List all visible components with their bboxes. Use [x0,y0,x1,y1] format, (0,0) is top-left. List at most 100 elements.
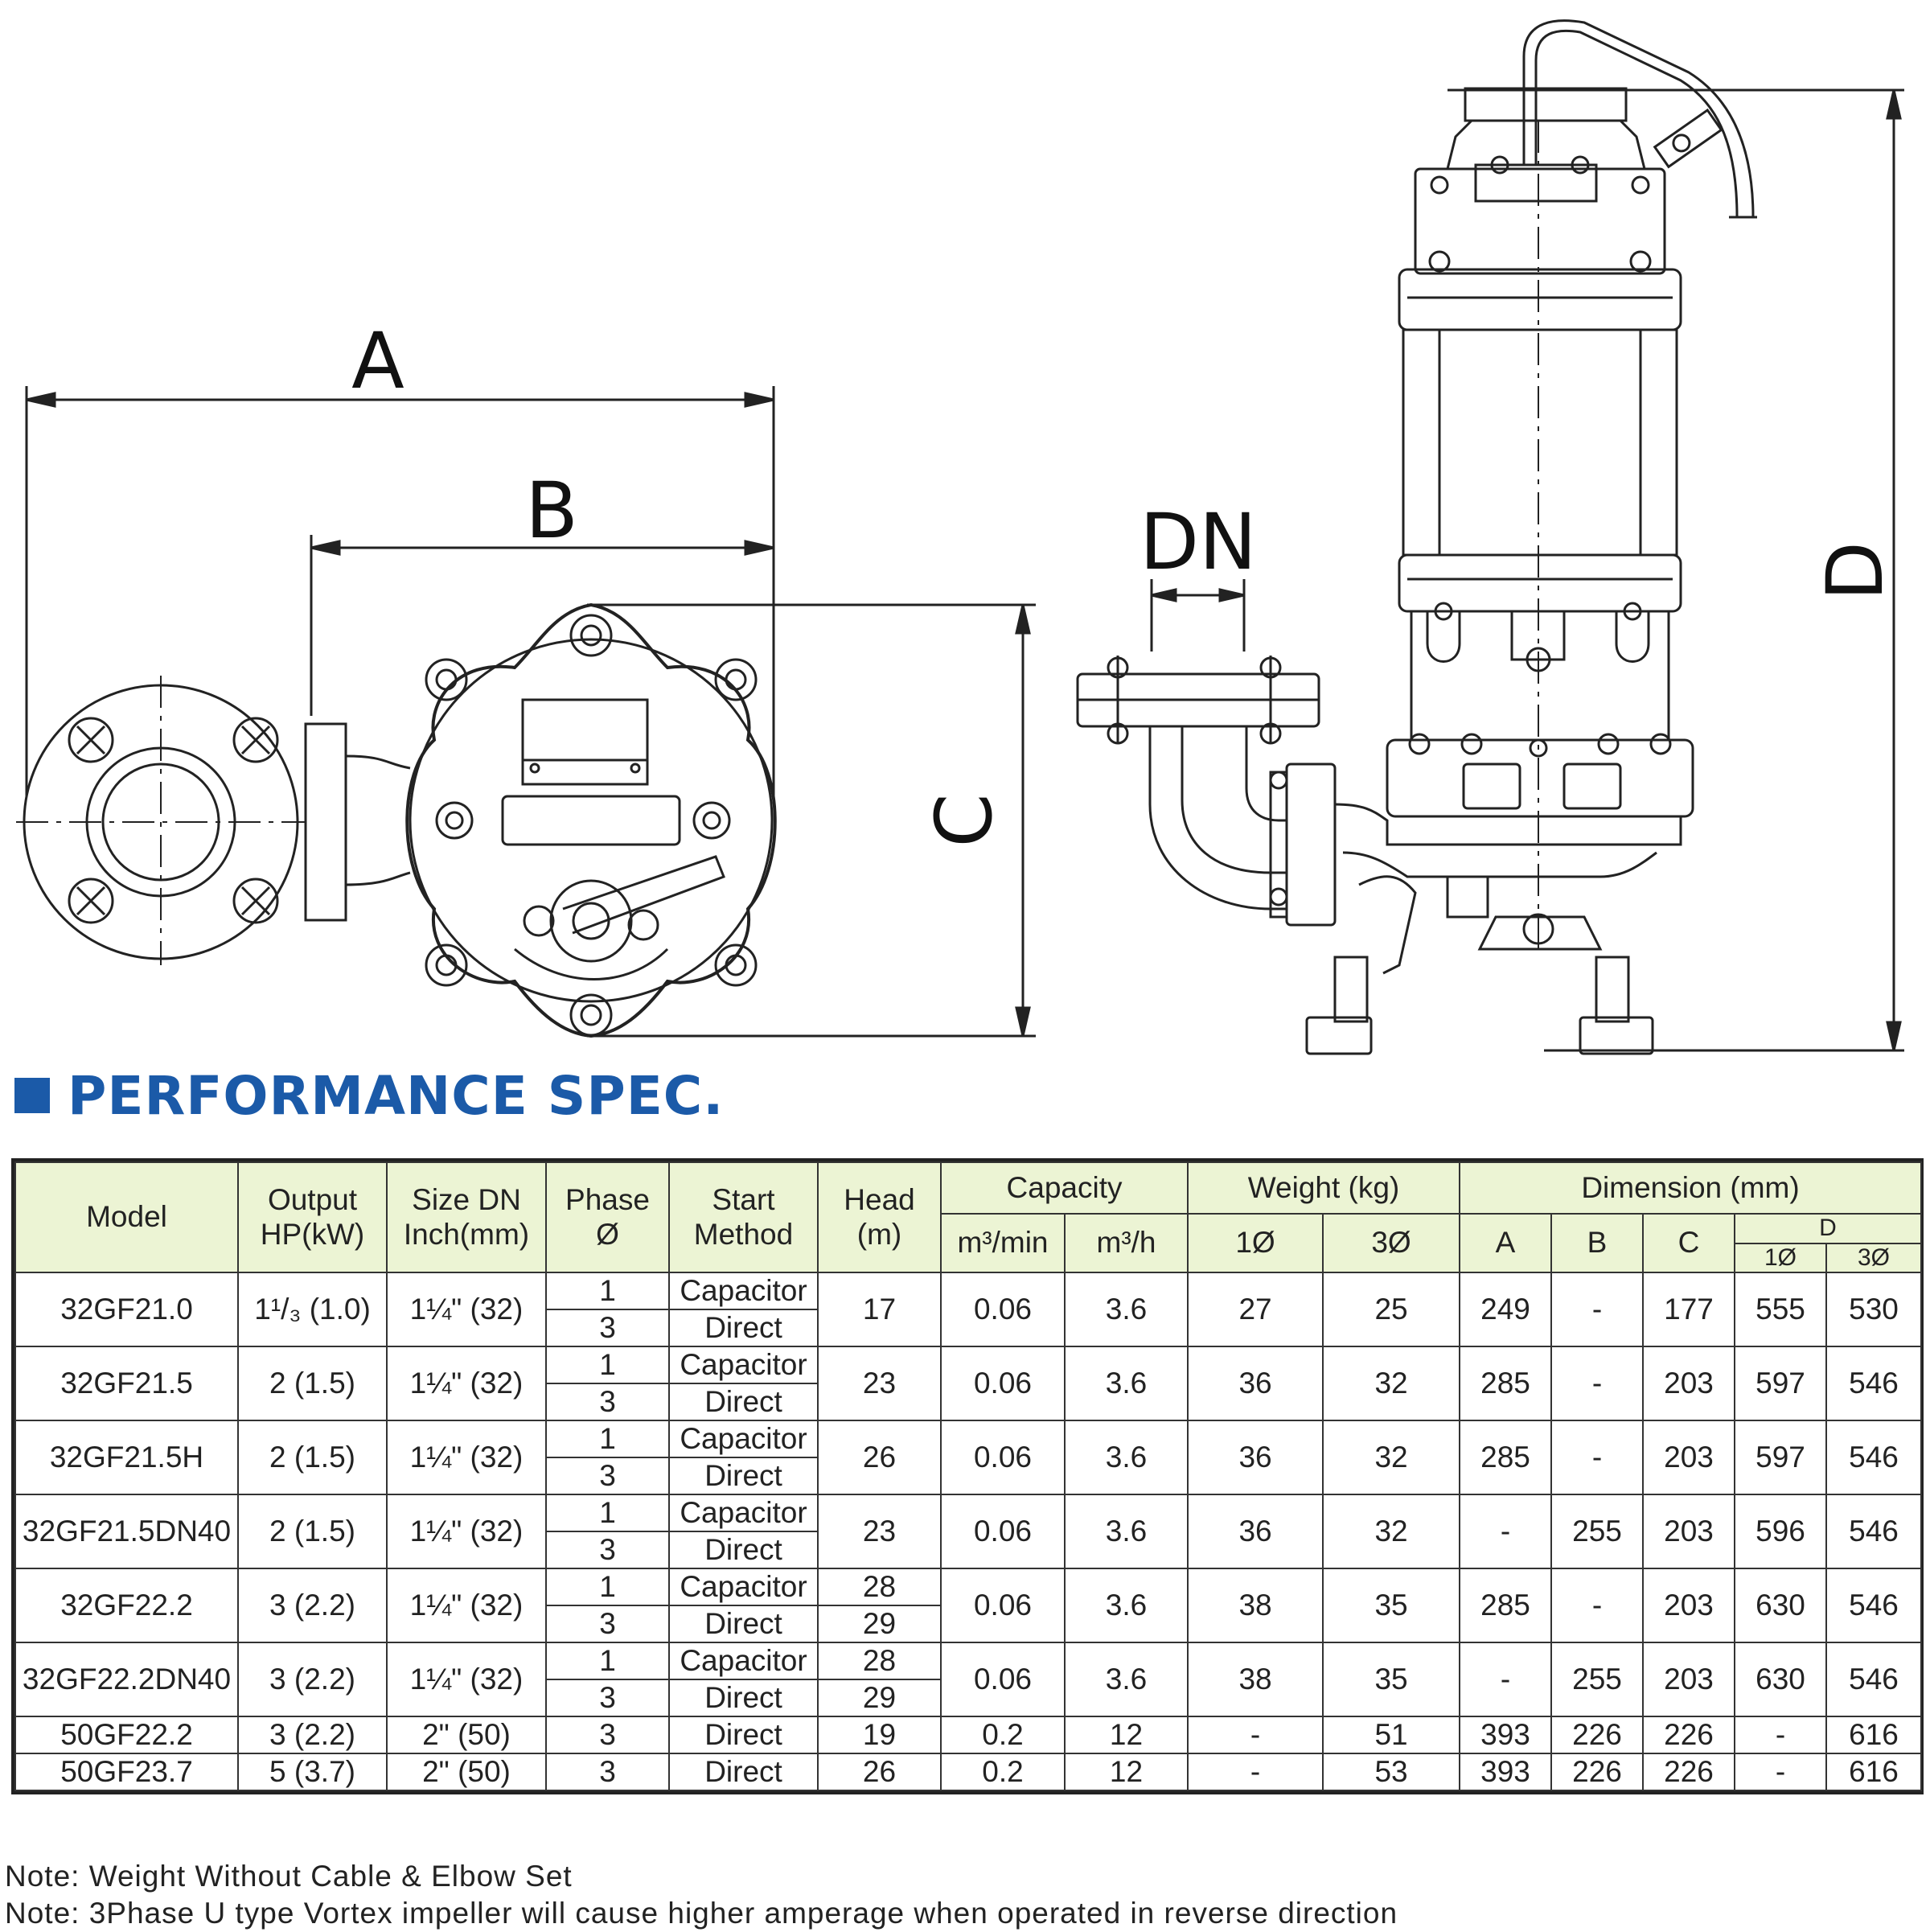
cell-head: 17 [817,1272,942,1347]
performance-spec-heading: PERFORMANCE SPEC. [14,1063,724,1128]
cell-model: 50GF22.2 [14,1716,239,1754]
cell-start-method: Capacitor [668,1272,819,1310]
header-dim-d-1-phase: 1Ø [1734,1242,1828,1273]
cell-phase: 1 [545,1420,670,1458]
header-dim-d: D [1734,1213,1923,1244]
note-reverse-direction: Note: 3Phase U type Vortex impeller will… [5,1897,1398,1930]
cell-dim-b: - [1550,1272,1645,1347]
cell-weight-1: 36 [1187,1494,1324,1569]
header-head: Head(m) [817,1161,942,1273]
cell-head: 26 [817,1420,942,1495]
cell-weight-3: 32 [1322,1494,1461,1569]
cell-weight-1: 38 [1187,1642,1324,1717]
cell-capacity-m3min: 0.06 [940,1568,1066,1643]
cell-phase: 1 [545,1642,670,1680]
cell-weight-1: 27 [1187,1272,1324,1347]
cell-weight-3: 32 [1322,1346,1461,1421]
header-dim-a: A [1459,1213,1553,1273]
cell-start-method: Direct [668,1605,819,1643]
cell-head: 29 [817,1679,942,1717]
cell-start-method: Direct [668,1716,819,1754]
cell-capacity-m3h: 3.6 [1063,1272,1189,1347]
cell-size: 1¼" (32) [386,1272,547,1347]
cell-head: 19 [817,1716,942,1754]
performance-spec-title: PERFORMANCE SPEC. [68,1064,725,1127]
header-dim-b: B [1550,1213,1645,1273]
cell-dim-c: 203 [1642,1420,1736,1495]
cell-phase: 1 [545,1346,670,1384]
cell-dim-a: 285 [1459,1346,1553,1421]
pump-side-view [1076,19,1757,1055]
heading-bullet-square [14,1078,50,1113]
cell-capacity-m3h: 12 [1063,1753,1189,1791]
header-model: Model [14,1161,239,1273]
dimension-label-a: A [351,316,404,406]
cell-start-method: Capacitor [668,1420,819,1458]
cell-start-method: Direct [668,1309,819,1347]
cell-model: 32GF21.0 [14,1272,239,1347]
cell-capacity-m3min: 0.2 [940,1716,1066,1754]
cell-phase: 3 [545,1753,670,1791]
cell-capacity-m3min: 0.06 [940,1346,1066,1421]
cell-dim-d3: 530 [1825,1272,1923,1347]
cell-weight-3: 35 [1322,1568,1461,1643]
table-row: 3 Direct 29 [15,1605,1921,1643]
header-capacity-m3min: m³/min [940,1213,1066,1273]
cell-output: 5 (3.7) [237,1753,388,1791]
cell-head: 23 [817,1346,942,1421]
pump-top-view [16,602,777,1038]
cell-dim-b: 255 [1550,1642,1645,1717]
cell-weight-1: 36 [1187,1346,1324,1421]
header-capacity-m3h: m³/h [1063,1213,1189,1273]
cell-dim-a: - [1459,1642,1553,1717]
cell-capacity-m3min: 0.2 [940,1753,1066,1791]
cell-capacity-m3h: 3.6 [1063,1642,1189,1717]
header-weight: Weight (kg) [1187,1161,1461,1215]
table-row: 32GF22.2DN40 3 (2.2) 1¼" (32) 1 Capacito… [14,1642,1923,1717]
cell-dim-d1: 555 [1734,1272,1828,1347]
cell-dim-a: 393 [1459,1753,1553,1791]
cell-output: 2 (1.5) [237,1420,388,1495]
cell-weight-1: 38 [1187,1568,1324,1643]
cell-dim-d1: 597 [1734,1346,1828,1421]
cell-dim-b: 255 [1550,1494,1645,1569]
dimension-label-b: B [525,466,578,556]
table-row: 32GF21.0 1¹/₃ (1.0) 1¼" (32) 1 Capacitor… [14,1272,1923,1347]
cell-dim-d3: 616 [1825,1753,1923,1791]
table-row: 32GF21.5H 2 (1.5) 1¼" (32) 1 Capacitor 2… [14,1420,1923,1495]
cell-model: 32GF22.2 [14,1568,239,1643]
cell-weight-1: - [1187,1753,1324,1791]
cell-dim-c: 203 [1642,1568,1736,1643]
cell-phase: 3 [545,1309,670,1347]
cell-dim-c: 203 [1642,1494,1736,1569]
cell-head: 28 [817,1568,942,1606]
cell-dim-d3: 546 [1825,1642,1923,1717]
cell-output: 2 (1.5) [237,1346,388,1421]
cell-size: 1¼" (32) [386,1568,547,1643]
cell-weight-1: 36 [1187,1420,1324,1495]
pump-dimension-drawing: A B C [16,19,1904,1055]
header-capacity: Capacity [939,1161,1189,1215]
cell-dim-d1: 596 [1734,1494,1828,1569]
cell-size: 1¼" (32) [386,1642,547,1717]
cell-dim-d1: - [1734,1716,1828,1754]
cell-dim-d1: - [1734,1753,1828,1791]
cell-capacity-m3h: 3.6 [1063,1346,1189,1421]
cell-dim-a: 285 [1459,1420,1553,1495]
cell-start-method: Direct [668,1679,819,1717]
cell-dim-a: 285 [1459,1568,1553,1643]
cell-dim-b: - [1550,1346,1645,1421]
cell-weight-3: 32 [1322,1420,1461,1495]
cell-start-method: Direct [668,1753,819,1791]
cell-weight-3: 35 [1322,1642,1461,1717]
cell-capacity-m3min: 0.06 [940,1420,1066,1495]
note-weight: Note: Weight Without Cable & Elbow Set [5,1860,573,1893]
cell-model: 32GF22.2DN40 [14,1642,239,1717]
cell-start-method: Capacitor [668,1346,819,1384]
cell-weight-1: - [1187,1716,1324,1754]
cell-output: 2 (1.5) [237,1494,388,1569]
